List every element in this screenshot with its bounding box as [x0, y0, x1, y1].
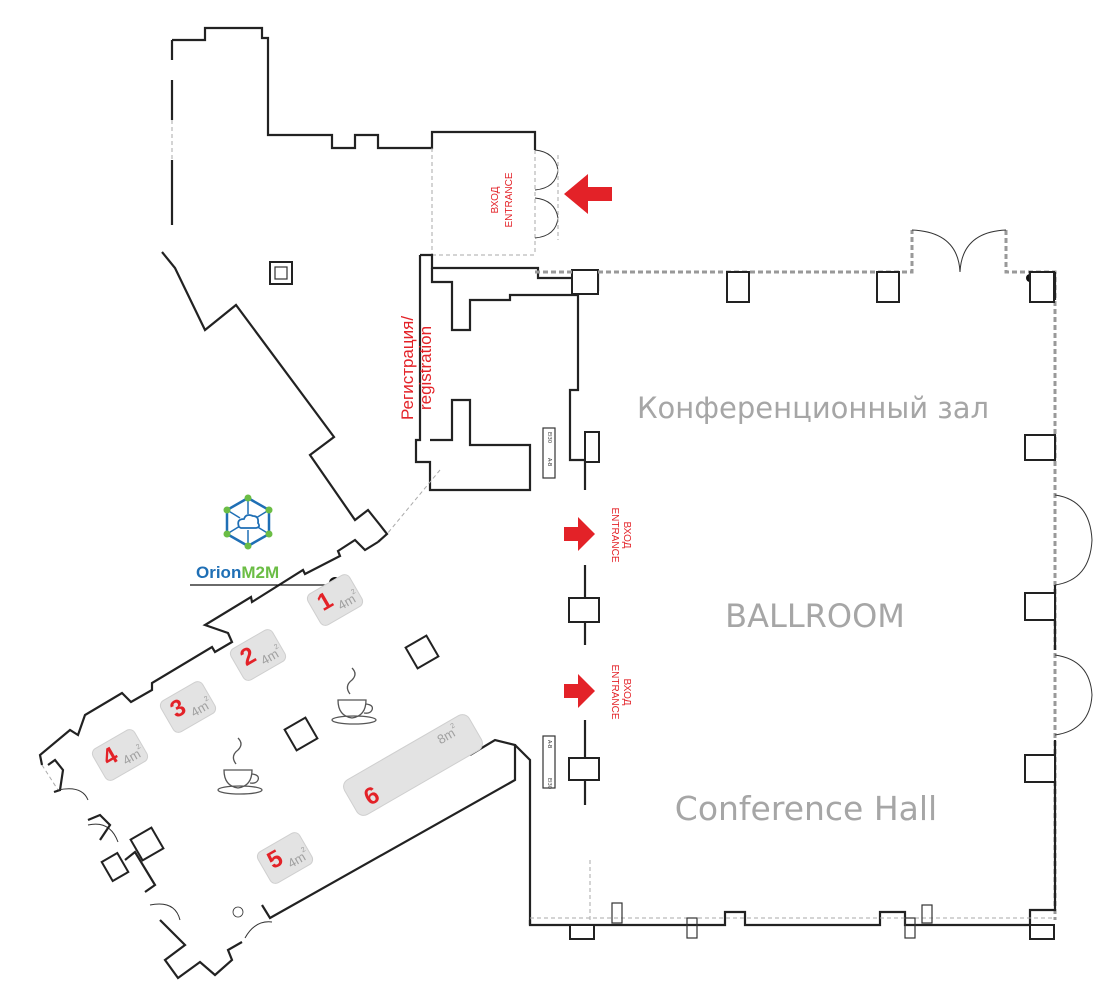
booth-1[interactable]: 1 4m 2 [305, 572, 365, 627]
booth-5[interactable]: 5 4m 2 [255, 830, 315, 885]
hall-label-ballroom: BALLROOM [725, 597, 905, 635]
svg-text:A-B: A-B [546, 740, 552, 749]
entrance-top-en: ENTRANCE [504, 172, 515, 227]
hall-label-en: Conference Hall [675, 789, 937, 828]
logo-text-part2: M2M [241, 563, 279, 582]
foyer-walls [38, 538, 517, 980]
svg-text:A-B: A-B [546, 458, 552, 467]
logo-text-part1: Orion [196, 563, 241, 582]
coffee-cup-icon [331, 667, 377, 725]
hall-label-ru: Конференционный зал [637, 391, 989, 425]
top-entrance-doors [534, 149, 559, 240]
coffee-cup-icon [217, 737, 263, 795]
registration-label-en: registration [416, 326, 435, 410]
svg-text:2: 2 [300, 846, 307, 854]
svg-text:2: 2 [135, 743, 142, 751]
entrance-mid-en: ENTRANCE [609, 507, 620, 562]
entrance-arrow-icon [564, 517, 595, 551]
booth-2[interactable]: 2 4m 2 [228, 627, 288, 682]
ballroom-walls: A-B EI30 [514, 229, 1093, 940]
entrance-low-en: ENTRANCE [609, 664, 620, 719]
svg-text:EI30: EI30 [546, 432, 552, 443]
svg-text:EI30: EI30 [546, 778, 552, 789]
entrance-top-ru: ВХОД [490, 186, 501, 213]
booth-4[interactable]: 4 4m 2 [90, 727, 150, 782]
registration-label-ru: Регистрация/ [398, 316, 417, 420]
logo-text: OrionM2M [196, 563, 279, 582]
svg-text:2: 2 [203, 695, 210, 703]
registration-block-walls: EI30 A-B [386, 253, 600, 535]
booth-6[interactable]: 6 8m 2 [341, 712, 486, 819]
cloud-network-icon [223, 494, 273, 550]
svg-text:2: 2 [350, 588, 357, 596]
entrance-arrow-icon [564, 174, 612, 214]
svg-text:2: 2 [450, 722, 457, 730]
entrance-arrow-icon [564, 674, 595, 708]
entrance-mid-ru: ВХОД [621, 522, 632, 549]
entrance-low-ru: ВХОД [621, 679, 632, 706]
booth-3[interactable]: 3 4m 2 [158, 679, 218, 734]
upper-left-wing-walls [161, 26, 537, 543]
svg-text:2: 2 [273, 643, 280, 651]
